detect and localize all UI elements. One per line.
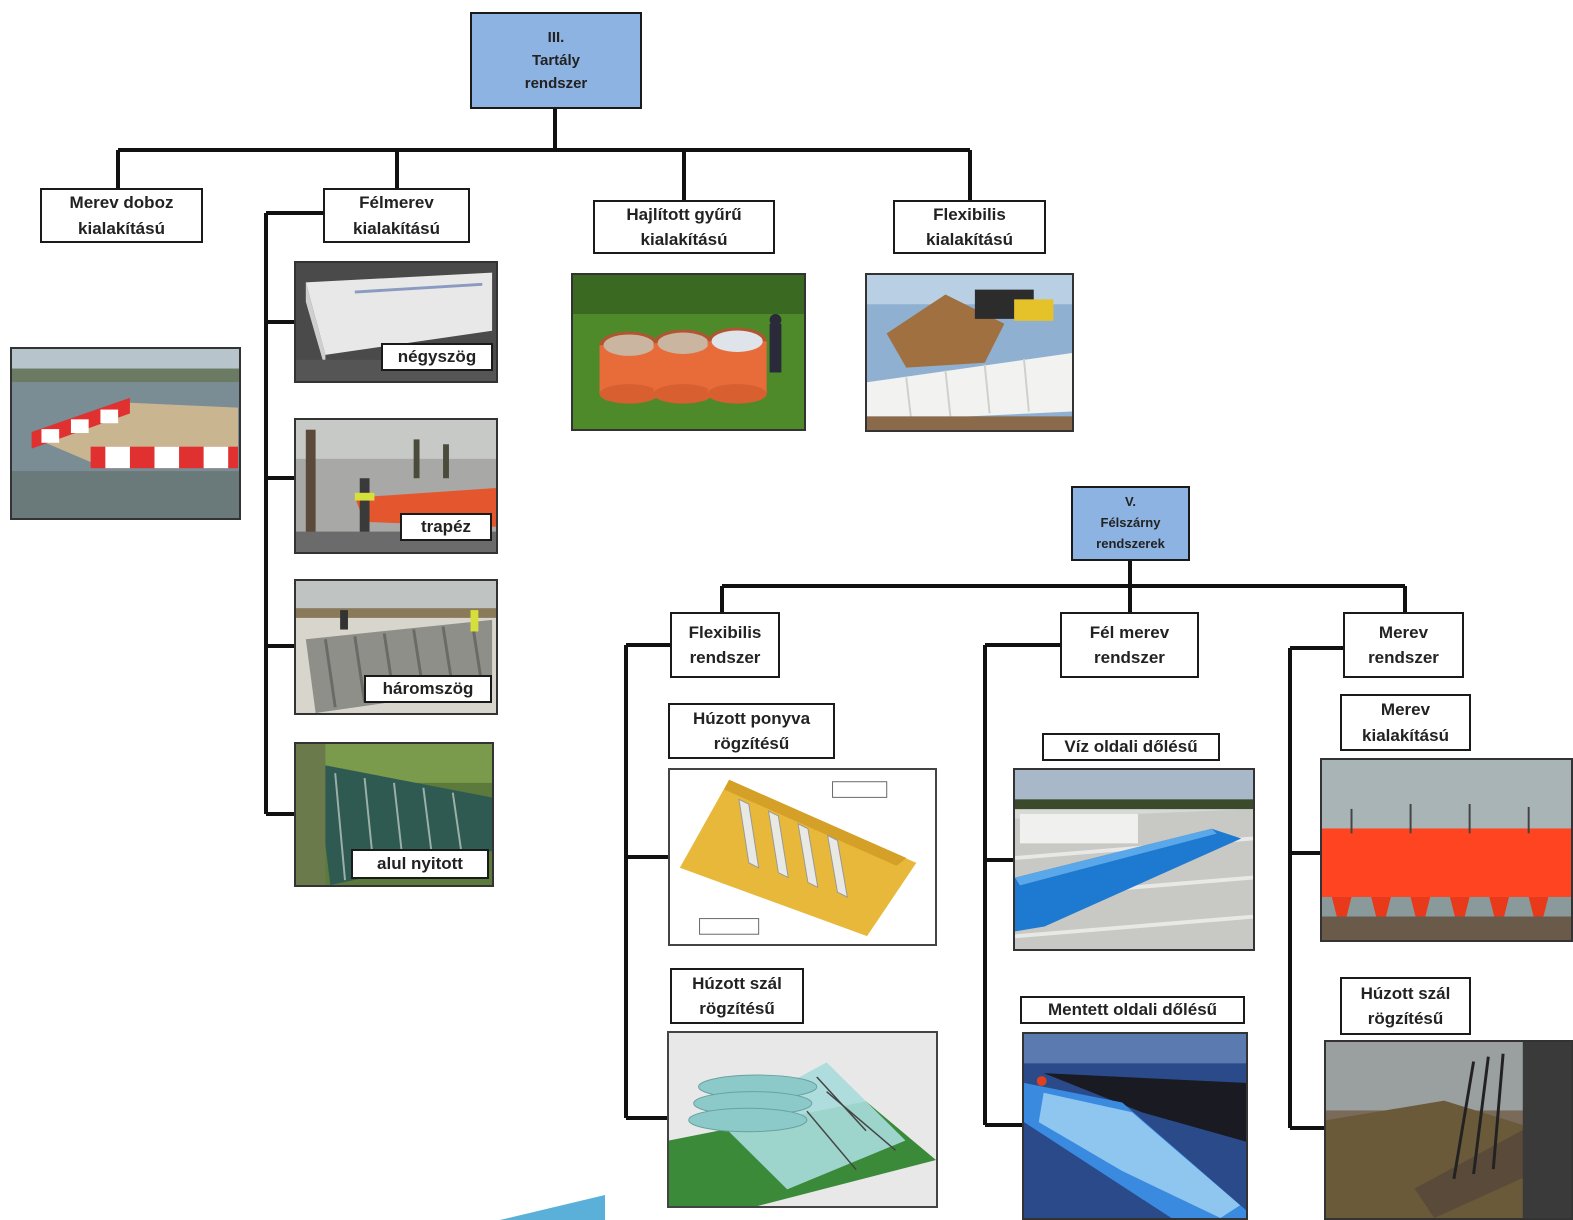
hajlitott-gyuru-label: Hajlított gyűrű kialakítású xyxy=(626,204,742,250)
merev-doboz-label: Merev doboz kialakítású xyxy=(69,193,174,238)
trapez-photo: trapéz xyxy=(294,418,498,554)
flexibilis-kialakitasu-label: Flexibilis kialakítású xyxy=(926,204,1013,250)
hajlitott-gyuru-photo xyxy=(571,273,806,431)
haromszog-label: háromszög xyxy=(382,679,474,698)
decorative-slide-shape xyxy=(500,1195,605,1220)
trapez-caption: trapéz xyxy=(400,513,492,541)
felmerev-label: Félmerev kialakítású xyxy=(353,193,440,238)
huzott-szal-flex-diagram xyxy=(667,1031,938,1208)
negyszog-caption: négyszög xyxy=(381,343,493,371)
flexibilis-rendszer-box: Flexibilis rendszer xyxy=(670,612,780,678)
negyszog-label: négyszög xyxy=(397,347,477,366)
trapez-label: trapéz xyxy=(420,517,472,536)
mentett-oldali-photo xyxy=(1022,1032,1248,1220)
merev-rendszer-label: Merev rendszer xyxy=(1368,622,1439,668)
felmerev-box: Félmerev kialakítású xyxy=(323,188,470,243)
alul-nyitott-photo: alul nyitott xyxy=(294,742,494,887)
hajlitott-gyuru-box: Hajlított gyűrű kialakítású xyxy=(593,200,775,254)
negyszog-photo: négyszög xyxy=(294,261,498,383)
huzott-szal-merev-photo xyxy=(1324,1040,1573,1220)
flexibilis-kialakitasu-box: Flexibilis kialakítású xyxy=(893,200,1046,254)
viz-oldali-label: Víz oldali dőlésű xyxy=(1064,737,1198,757)
root-felszarny-label: V. Félszárny rendszerek xyxy=(1096,494,1165,551)
huzott-ponyva-label: Húzott ponyva rögzítésű xyxy=(692,708,811,754)
merev-doboz-photo xyxy=(10,347,241,520)
huzott-ponyva-diagram xyxy=(668,768,937,946)
huzott-szal-flex-label: Húzott szál rögzítésű xyxy=(692,973,782,1019)
fel-merev-rendszer-box: Fél merev rendszer xyxy=(1060,612,1199,678)
merev-doboz-box: Merev doboz kialakítású xyxy=(40,188,203,243)
huzott-szal-merev-label: Húzott szál rögzítésű xyxy=(1360,983,1451,1029)
huzott-szal-merev-box: Húzott szál rögzítésű xyxy=(1340,977,1471,1035)
alul-nyitott-caption: alul nyitott xyxy=(351,849,489,879)
root-felszarny-rendszerek: V. Félszárny rendszerek xyxy=(1071,486,1190,561)
mentett-oldali-box: Mentett oldali dőlésű xyxy=(1020,996,1245,1024)
viz-oldali-box: Víz oldali dőlésű xyxy=(1042,733,1220,761)
merev-kialakitasu-photo xyxy=(1320,758,1573,942)
alul-nyitott-label: alul nyitott xyxy=(377,854,463,873)
mentett-oldali-label: Mentett oldali dőlésű xyxy=(1047,1000,1218,1020)
merev-kialakitasu-label: Merev kialakítású xyxy=(1362,700,1449,745)
fel-merev-rendszer-label: Fél merev rendszer xyxy=(1089,622,1170,668)
haromszog-caption: háromszög xyxy=(364,675,492,703)
flexibilis-kialakitasu-photo xyxy=(865,273,1074,432)
haromszog-photo: háromszög xyxy=(294,579,498,715)
merev-rendszer-box: Merev rendszer xyxy=(1343,612,1464,678)
merev-kialakitasu-box: Merev kialakítású xyxy=(1340,694,1471,751)
huzott-szal-flex-box: Húzott szál rögzítésű xyxy=(670,968,804,1024)
viz-oldali-photo xyxy=(1013,768,1255,951)
flexibilis-rendszer-label: Flexibilis rendszer xyxy=(688,622,762,668)
root-tartaly-label: III. Tartály rendszer xyxy=(524,28,588,93)
root-tartaly-rendszer: III. Tartály rendszer xyxy=(470,12,642,109)
huzott-ponyva-box: Húzott ponyva rögzítésű xyxy=(668,703,835,759)
